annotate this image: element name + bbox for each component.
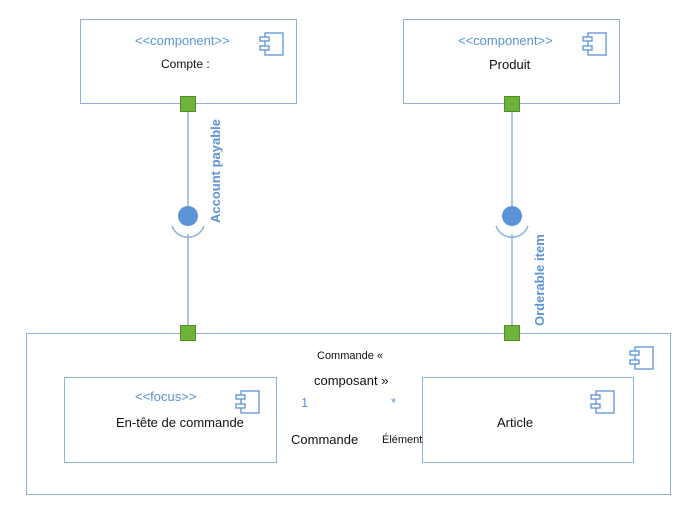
multiplicity-right: * [391, 395, 397, 410]
provided-interface-left [178, 206, 198, 226]
interface-label-account-payable: Account payable [208, 118, 223, 223]
component-produit[interactable]: <<component>> Produit [403, 19, 620, 104]
commande-name-line2: composant » [314, 373, 389, 388]
association-role-element: Élément [382, 434, 423, 446]
compte-name: Compte : [161, 57, 210, 71]
port-commande-right[interactable] [504, 325, 520, 341]
association-role-commande: Commande [291, 432, 359, 447]
required-interface-right [495, 225, 529, 238]
port-compte[interactable] [180, 96, 196, 112]
provided-interface-right [502, 206, 522, 226]
component-compte[interactable]: <<component>> Compte : [80, 19, 297, 104]
multiplicity-left: 1 [301, 395, 309, 410]
commande-name-line1: Commande « [317, 350, 384, 362]
required-interface-left [171, 225, 205, 238]
produit-name: Produit [489, 57, 531, 72]
entete-stereotype: <<focus>> [135, 389, 197, 404]
entete-name: En-tête de commande [116, 415, 244, 430]
component-icon [235, 390, 260, 414]
component-icon [259, 32, 284, 56]
component-entete[interactable]: <<focus>> En-tête de commande [64, 377, 277, 463]
component-icon [629, 346, 654, 370]
compte-stereotype: <<component>> [135, 33, 230, 48]
component-icon [590, 390, 615, 414]
port-produit[interactable] [504, 96, 520, 112]
component-article[interactable]: Article [422, 377, 634, 463]
interface-label-orderable-item: Orderable item [532, 234, 547, 326]
article-name: Article [497, 415, 534, 430]
component-icon [582, 32, 607, 56]
port-commande-left[interactable] [180, 325, 196, 341]
produit-stereotype: <<component>> [458, 33, 553, 48]
